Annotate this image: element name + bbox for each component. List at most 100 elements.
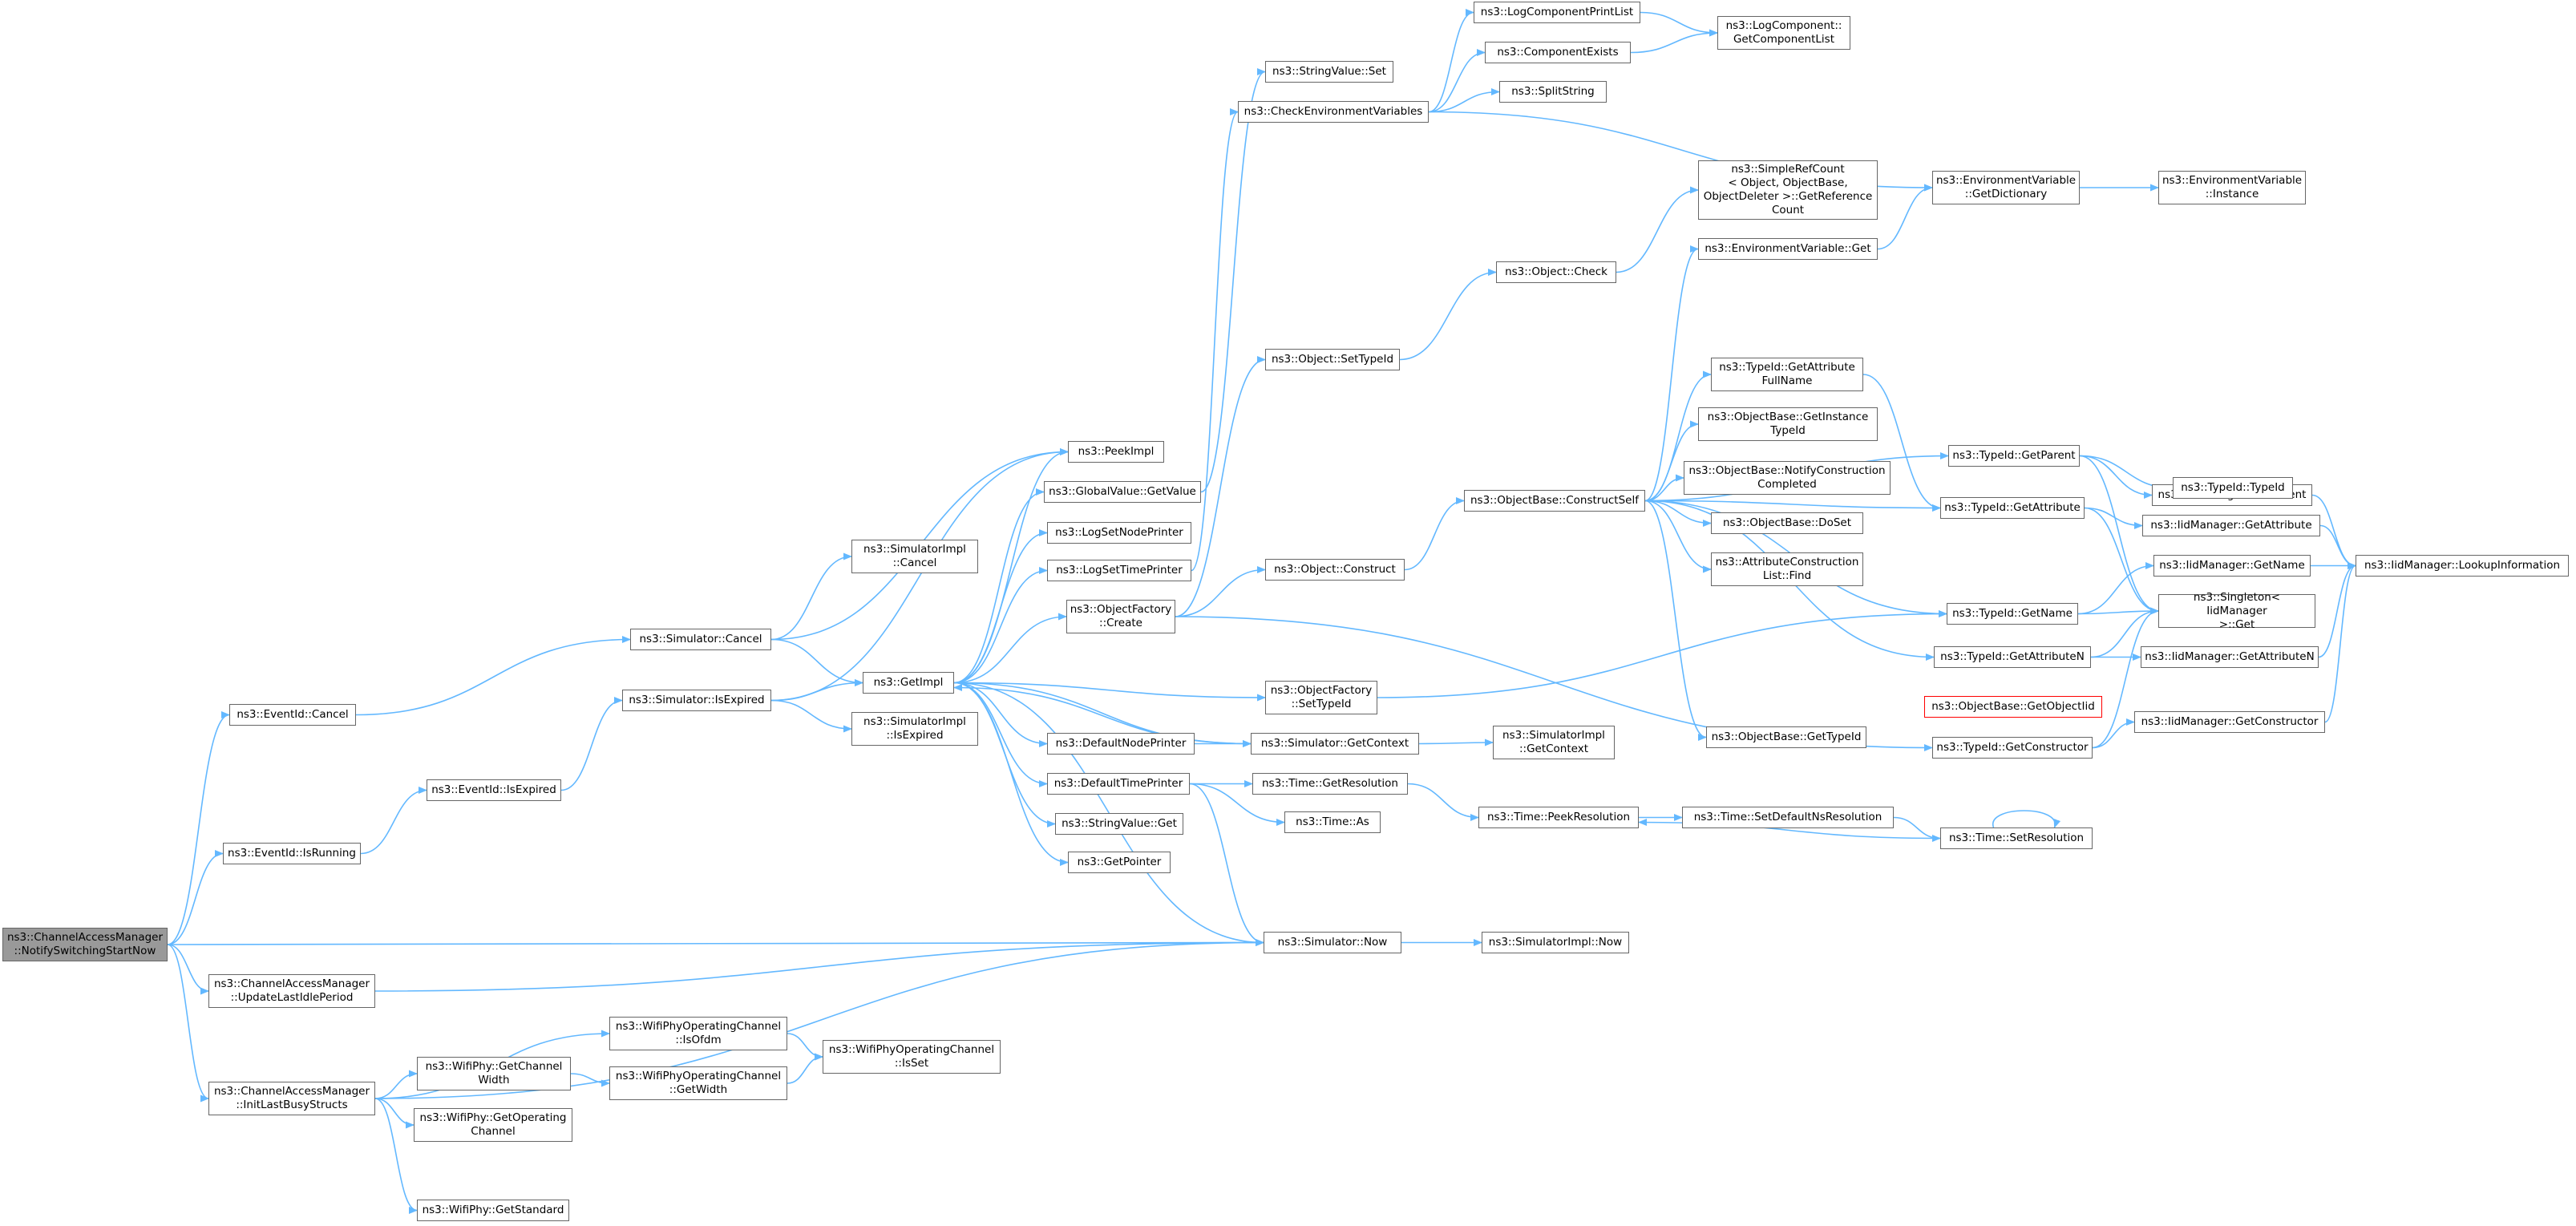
edge-typeid-getattribute-to-iidmanager-getattribute bbox=[2084, 507, 2144, 529]
node-simplerefcount[interactable]: ns3::SimpleRefCount < Object, ObjectBase… bbox=[1698, 160, 1878, 220]
node-typeid-getattributen[interactable]: ns3::TypeId::GetAttributeN bbox=[1934, 646, 2091, 668]
node-defaulttimeprinter[interactable]: ns3::DefaultTimePrinter bbox=[1047, 773, 1190, 795]
node-checkenvvars[interactable]: ns3::CheckEnvironmentVariables bbox=[1238, 101, 1429, 123]
node-time-getresolution[interactable]: ns3::Time::GetResolution bbox=[1252, 773, 1408, 795]
node-simulator-getcontext[interactable]: ns3::Simulator::GetContext bbox=[1251, 733, 1419, 755]
edge-typeid-getconstructor-to-iidmanager-getconstructor bbox=[2092, 718, 2136, 749]
edge-cam-initlastbusy-to-wifiphy-getoperatingchannel bbox=[374, 1098, 415, 1129]
node-getimpl[interactable]: ns3::GetImpl bbox=[863, 672, 954, 694]
edge-typeid-getparent-to-iidmanager-getparent bbox=[2079, 455, 2153, 499]
node-wopc-getwidth[interactable]: ns3::WifiPhyOperatingChannel ::GetWidth bbox=[609, 1066, 787, 1100]
node-componentexists[interactable]: ns3::ComponentExists bbox=[1485, 42, 1631, 63]
node-objectbase-gettypeid[interactable]: ns3::ObjectBase::GetTypeId bbox=[1706, 726, 1866, 748]
edge-typeid-getparent-to-typeid-typeid bbox=[2079, 455, 2174, 492]
node-wifiphy-getoperatingchannel[interactable]: ns3::WifiPhy::GetOperating Channel bbox=[414, 1108, 572, 1142]
edge-wifiphy-getchannelwidth-to-wopc-getwidth bbox=[570, 1073, 611, 1087]
node-simimpl-getcontext[interactable]: ns3::SimulatorImpl ::GetContext bbox=[1493, 726, 1615, 759]
edge-eventid-isexpired-to-simulator-isexpired bbox=[560, 697, 624, 791]
node-simimpl-now[interactable]: ns3::SimulatorImpl::Now bbox=[1482, 932, 1629, 953]
node-object-settypeid[interactable]: ns3::Object::SetTypeId bbox=[1265, 349, 1400, 370]
node-getpointer[interactable]: ns3::GetPointer bbox=[1068, 852, 1171, 873]
node-logcomponent-getcomponentlist[interactable]: ns3::LogComponent:: GetComponentList bbox=[1717, 16, 1850, 50]
node-cam-updatelastidle[interactable]: ns3::ChannelAccessManager ::UpdateLastId… bbox=[208, 974, 375, 1008]
node-time-as[interactable]: ns3::Time::As bbox=[1284, 811, 1381, 833]
node-eventid-isrunning[interactable]: ns3::EventId::IsRunning bbox=[223, 843, 361, 864]
node-time-setdefaultnsresolution[interactable]: ns3::Time::SetDefaultNsResolution bbox=[1682, 807, 1894, 828]
edge-objectfactory-settypeid-to-typeid-getname bbox=[1377, 610, 1948, 698]
edge-typeid-getattributefullname-to-typeid-getattribute bbox=[1862, 374, 1942, 512]
edge-cam-updatelastidle-to-simulator-now bbox=[374, 939, 1265, 992]
node-typeid-getattributefullname[interactable]: ns3::TypeId::GetAttribute FullName bbox=[1711, 358, 1863, 391]
node-simimpl-isexpired[interactable]: ns3::SimulatorImpl ::IsExpired bbox=[851, 712, 978, 746]
node-iidmanager-getconstructor[interactable]: ns3::IidManager::GetConstructor bbox=[2134, 711, 2325, 733]
node-object-check[interactable]: ns3::Object::Check bbox=[1496, 261, 1616, 283]
node-objectbase-getinstancetypeid[interactable]: ns3::ObjectBase::GetInstance TypeId bbox=[1698, 407, 1878, 441]
node-objectfactory-settypeid[interactable]: ns3::ObjectFactory ::SetTypeId bbox=[1265, 681, 1377, 714]
edge-typeid-getattributen-to-singleton-get bbox=[2090, 607, 2160, 658]
node-typeid-getparent[interactable]: ns3::TypeId::GetParent bbox=[1948, 445, 2080, 467]
edge-objectbase-constructself-to-objectbase-gettypeid bbox=[1644, 500, 1708, 741]
node-globalvalue-getvalue[interactable]: ns3::GlobalValue::GetValue bbox=[1044, 481, 1201, 503]
node-eventid-isexpired[interactable]: ns3::EventId::IsExpired bbox=[427, 779, 561, 801]
node-singleton-get[interactable]: ns3::Singleton< IidManager >::Get bbox=[2158, 591, 2315, 631]
node-iidmanager-getattributen[interactable]: ns3::IidManager::GetAttributeN bbox=[2141, 646, 2319, 668]
node-iidmanager-getname[interactable]: ns3::IidManager::GetName bbox=[2153, 555, 2311, 577]
edge-time-setresolution-to-time-setresolution bbox=[1992, 810, 2061, 829]
node-attributeconstructionlist-find[interactable]: ns3::AttributeConstruction List::Find bbox=[1711, 552, 1863, 586]
node-typeid-getname[interactable]: ns3::TypeId::GetName bbox=[1947, 603, 2078, 625]
node-iidmanager-getattribute[interactable]: ns3::IidManager::GetAttribute bbox=[2142, 515, 2320, 536]
node-simulator-now[interactable]: ns3::Simulator::Now bbox=[1264, 932, 1401, 953]
edge-getimpl-to-globalvalue-getvalue bbox=[953, 488, 1045, 684]
node-logsettimeprinter[interactable]: ns3::LogSetTimePrinter bbox=[1047, 560, 1191, 581]
node-envvar-get[interactable]: ns3::EnvironmentVariable::Get bbox=[1698, 238, 1878, 260]
edge-cam-initlastbusy-to-wifiphy-getstandard bbox=[374, 1098, 419, 1214]
node-simulator-cancel[interactable]: ns3::Simulator::Cancel bbox=[630, 629, 771, 650]
edge-simulator-isexpired-to-peekimpl bbox=[770, 448, 1070, 702]
node-objectbase-doset[interactable]: ns3::ObjectBase::DoSet bbox=[1711, 512, 1863, 534]
node-object-construct[interactable]: ns3::Object::Construct bbox=[1265, 559, 1405, 581]
node-typeid-typeid[interactable]: ns3::TypeId::TypeId bbox=[2173, 477, 2293, 499]
node-stringvalue-get[interactable]: ns3::StringValue::Get bbox=[1055, 813, 1183, 835]
node-typeid-getattribute[interactable]: ns3::TypeId::GetAttribute bbox=[1940, 497, 2085, 519]
edge-getimpl-to-objectfactory-create bbox=[953, 613, 1068, 684]
node-wifiphy-getchannelwidth[interactable]: ns3::WifiPhy::GetChannel Width bbox=[417, 1057, 571, 1090]
node-defaultnodeprinter[interactable]: ns3::DefaultNodePrinter bbox=[1047, 733, 1195, 755]
edge-getimpl-to-simulator-now bbox=[953, 682, 1265, 946]
node-envvar-instance[interactable]: ns3::EnvironmentVariable ::Instance bbox=[2158, 171, 2306, 204]
node-peekimpl[interactable]: ns3::PeekImpl bbox=[1068, 441, 1164, 463]
edge-object-settypeid-to-object-check bbox=[1399, 269, 1498, 361]
edge-object-construct-to-objectbase-constructself bbox=[1404, 497, 1466, 571]
edge-objectfactory-create-to-object-construct bbox=[1175, 566, 1267, 617]
edge-getimpl-to-getpointer bbox=[953, 682, 1070, 866]
node-eventid-cancel[interactable]: ns3::EventId::Cancel bbox=[229, 704, 356, 726]
node-time-setresolution[interactable]: ns3::Time::SetResolution bbox=[1940, 827, 2093, 849]
node-objectbase-getobjectiid[interactable]: ns3::ObjectBase::GetObjectIid bbox=[1924, 696, 2102, 718]
edge-getimpl-to-logsettimeprinter bbox=[953, 567, 1049, 684]
node-simulator-isexpired[interactable]: ns3::Simulator::IsExpired bbox=[622, 690, 771, 711]
node-objectbase-notifyconstructioncompleted[interactable]: ns3::ObjectBase::NotifyConstruction Comp… bbox=[1684, 461, 1891, 495]
edge-root-to-simulator-now bbox=[167, 939, 1265, 946]
node-iidmanager-lookupinformation[interactable]: ns3::IidManager::LookupInformation bbox=[2356, 555, 2569, 577]
node-envvar-getdictionary[interactable]: ns3::EnvironmentVariable ::GetDictionary bbox=[1932, 171, 2080, 204]
node-wopc-isofdm[interactable]: ns3::WifiPhyOperatingChannel ::IsOfdm bbox=[609, 1017, 787, 1050]
edge-simulator-getcontext-to-simimpl-getcontext bbox=[1418, 738, 1494, 747]
node-logsetnodeprinter[interactable]: ns3::LogSetNodePrinter bbox=[1047, 522, 1191, 544]
node-wifiphy-getstandard[interactable]: ns3::WifiPhy::GetStandard bbox=[417, 1200, 569, 1221]
edge-objectbase-constructself-to-objectbase-getinstancetypeid bbox=[1644, 420, 1700, 502]
node-simimpl-cancel[interactable]: ns3::SimulatorImpl ::Cancel bbox=[851, 540, 978, 573]
edge-iidmanager-getconstructor-to-iidmanager-lookupinformation bbox=[2324, 562, 2357, 723]
node-splitstring[interactable]: ns3::SplitString bbox=[1499, 81, 1607, 103]
node-time-peekresolution[interactable]: ns3::Time::PeekResolution bbox=[1478, 807, 1639, 828]
node-stringvalue-set[interactable]: ns3::StringValue::Set bbox=[1265, 61, 1393, 83]
node-cam-initlastbusy[interactable]: ns3::ChannelAccessManager ::InitLastBusy… bbox=[208, 1082, 375, 1115]
node-root[interactable]: ns3::ChannelAccessManager ::NotifySwitch… bbox=[2, 928, 168, 961]
node-typeid-getconstructor[interactable]: ns3::TypeId::GetConstructor bbox=[1932, 737, 2093, 759]
edge-typeid-getname-to-singleton-get bbox=[2077, 607, 2160, 615]
node-objectfactory-create[interactable]: ns3::ObjectFactory ::Create bbox=[1066, 600, 1175, 633]
edge-componentexists-to-logcomponent-getcomponentlist bbox=[1630, 29, 1719, 54]
node-objectbase-constructself[interactable]: ns3::ObjectBase::ConstructSelf bbox=[1464, 490, 1645, 512]
edge-wopc-getwidth-to-wopc-isset bbox=[787, 1053, 824, 1084]
node-wopc-isset[interactable]: ns3::WifiPhyOperatingChannel ::IsSet bbox=[823, 1040, 1001, 1074]
node-logcomponentprintlist[interactable]: ns3::LogComponentPrintList bbox=[1474, 2, 1640, 23]
